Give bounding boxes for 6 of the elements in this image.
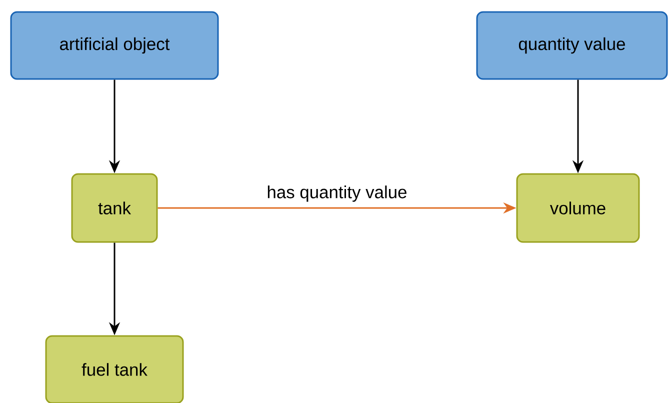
edge-label: has quantity value [266, 184, 408, 203]
instance-box: volume [516, 173, 640, 243]
class-box: artificial object [10, 11, 219, 80]
instance-box: tank [71, 173, 158, 243]
class-box: quantity value [476, 11, 668, 80]
instance-box: fuel tank [45, 335, 184, 403]
